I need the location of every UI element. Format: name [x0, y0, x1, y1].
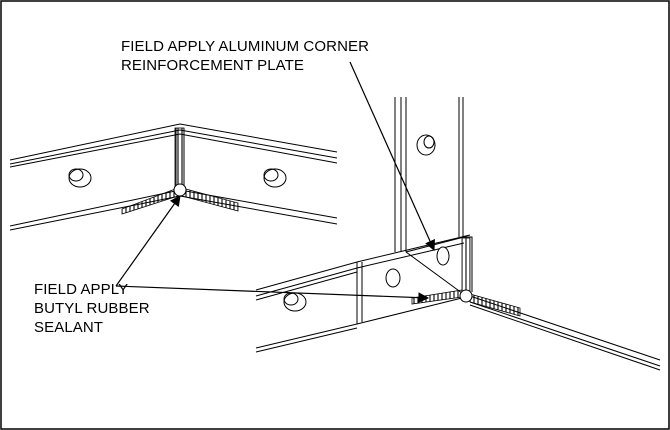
- callout-line: FIELD APPLY: [34, 281, 129, 298]
- left-sealant-bead: [121, 127, 239, 215]
- sealant-callout: FIELD APPLY BUTYL RUBBER SEALANT: [34, 280, 150, 337]
- callout-line: BUTYL RUBBER: [34, 300, 150, 317]
- leader-to-plate: [349, 61, 435, 251]
- right-sealant-bead: [411, 237, 521, 317]
- leader-to-left-bead: [115, 195, 181, 287]
- leader-lines: [115, 61, 435, 304]
- callout-line: SEALANT: [34, 319, 104, 336]
- bolt-icon: [416, 134, 436, 156]
- bolt-icon: [263, 168, 287, 188]
- callout-line: FIELD APPLY ALUMINUM CORNER: [121, 38, 370, 55]
- bolt-icon: [68, 168, 92, 188]
- callout-line: REINFORCEMENT PLATE: [121, 57, 305, 74]
- bolt-icon: [283, 292, 307, 312]
- bolt-icon: [436, 246, 450, 266]
- right-bolt-holes: [283, 134, 450, 312]
- left-bolt-holes: [68, 168, 287, 188]
- left-corner-assembly: [9, 123, 338, 231]
- leader-to-right-bead: [115, 285, 430, 304]
- right-corner-assembly: [255, 97, 661, 371]
- reinforcement-plate-callout: FIELD APPLY ALUMINUM CORNER REINFORCEMEN…: [121, 37, 369, 75]
- bolt-icon: [385, 268, 401, 288]
